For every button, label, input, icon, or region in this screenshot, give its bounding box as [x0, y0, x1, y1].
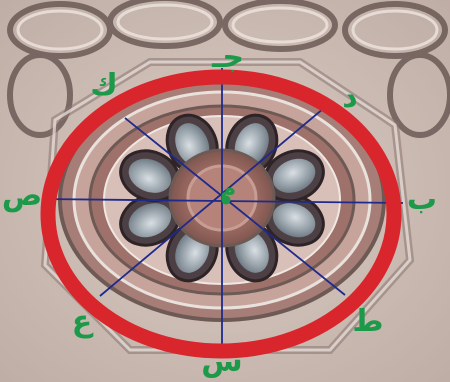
label-top: جـ [212, 43, 244, 73]
label-left: ص [2, 181, 42, 211]
label-center: م [220, 179, 236, 201]
label-top-right: د [342, 83, 357, 113]
label-bottom: س [201, 347, 242, 377]
label-bottom-left: ع [72, 307, 93, 337]
axis-diagonal-main [125, 118, 345, 295]
label-top-left: ك [90, 71, 118, 101]
red-ellipse [48, 77, 394, 351]
label-bottom-right: ط [352, 307, 383, 337]
label-right: ب [407, 185, 437, 215]
